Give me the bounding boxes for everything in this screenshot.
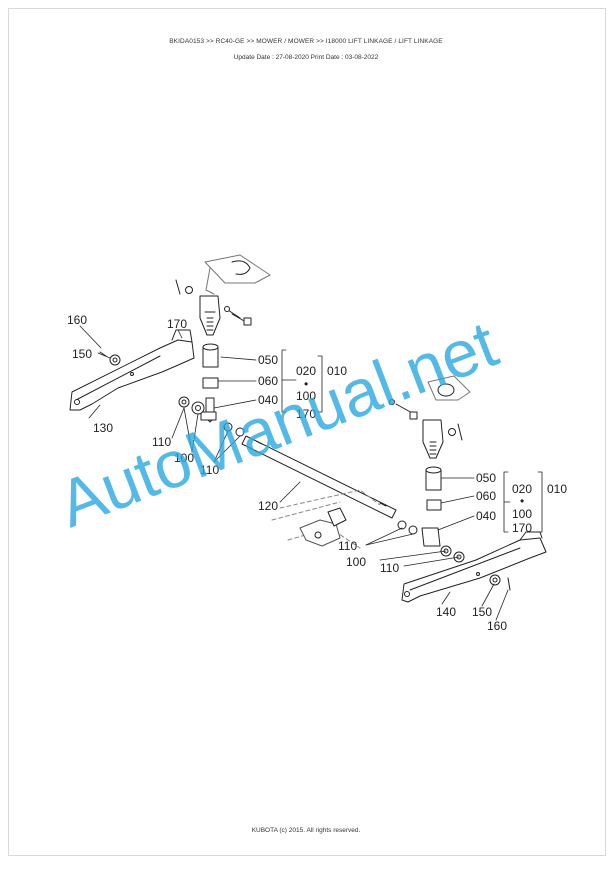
- callout-100-left: 100: [174, 451, 194, 465]
- callout-130: 130: [93, 421, 113, 435]
- callout-170-arm-left: 170: [167, 317, 187, 331]
- clevis-right: [389, 399, 463, 459]
- callout-150-left: 150: [72, 347, 92, 361]
- callout-120: 120: [258, 499, 278, 513]
- callout-dot-left: •: [304, 377, 308, 391]
- callout-060-left: 060: [258, 374, 278, 388]
- callout-010-right: 010: [547, 482, 567, 496]
- top-mount-bracket-left: [204, 254, 271, 295]
- callout-100-set-right: 100: [512, 507, 532, 521]
- callout-020-left: 020: [296, 364, 316, 378]
- leader-lines-right: [365, 471, 543, 621]
- sleeve-right: [421, 466, 442, 547]
- callout-110-right-b: 110: [380, 561, 399, 575]
- lift-arm-right: [401, 531, 547, 603]
- callout-160-left: 160: [67, 313, 87, 327]
- cross-shaft: [241, 435, 397, 519]
- callout-050-left: 050: [258, 353, 278, 367]
- callout-110-left-b: 110: [200, 463, 219, 477]
- top-mount-bracket-right: [427, 375, 471, 401]
- sleeve-left: [200, 343, 219, 423]
- update-print-dates: Update Date : 27-08-2020 Print Date : 03…: [233, 54, 379, 61]
- callout-150-right: 150: [472, 605, 492, 619]
- copyright-footer: KUBOTA (c) 2015. All rights reserved.: [251, 827, 361, 834]
- callout-050-right: 050: [476, 471, 496, 485]
- callout-010-left: 010: [327, 364, 347, 378]
- callout-160-right: 160: [487, 619, 507, 633]
- callout-100-set-left: 100: [296, 389, 316, 403]
- leader-lines-left: [79, 325, 323, 503]
- clevis-left: [175, 279, 252, 336]
- callout-040-right: 040: [476, 509, 496, 523]
- callout-dot-right: •: [520, 494, 524, 508]
- callouts-left: 160 150 170 130 050 060 040 020 010 • 10…: [67, 313, 347, 513]
- callout-020-right: 020: [512, 482, 532, 496]
- deck-bracket: [299, 507, 347, 547]
- bushings-left: [178, 396, 245, 437]
- callout-040-left: 040: [258, 393, 278, 407]
- callout-110-right-a: 110: [338, 539, 357, 553]
- lift-arm-left: [69, 329, 195, 411]
- callout-170-set-left: 170: [296, 407, 316, 421]
- callout-170-set-right: 170: [512, 521, 532, 535]
- callouts-right: 050 060 040 020 010 • 100 170 110 100 11…: [338, 471, 567, 633]
- breadcrumb: BKIDA0153 >> RC40-GE >> MOWER / MOWER >>…: [169, 38, 443, 45]
- callout-060-right: 060: [476, 489, 496, 503]
- callout-100-right: 100: [346, 555, 366, 569]
- callout-140: 140: [436, 605, 456, 619]
- page-sheet: [8, 8, 606, 856]
- callout-110-left-a: 110: [152, 435, 171, 449]
